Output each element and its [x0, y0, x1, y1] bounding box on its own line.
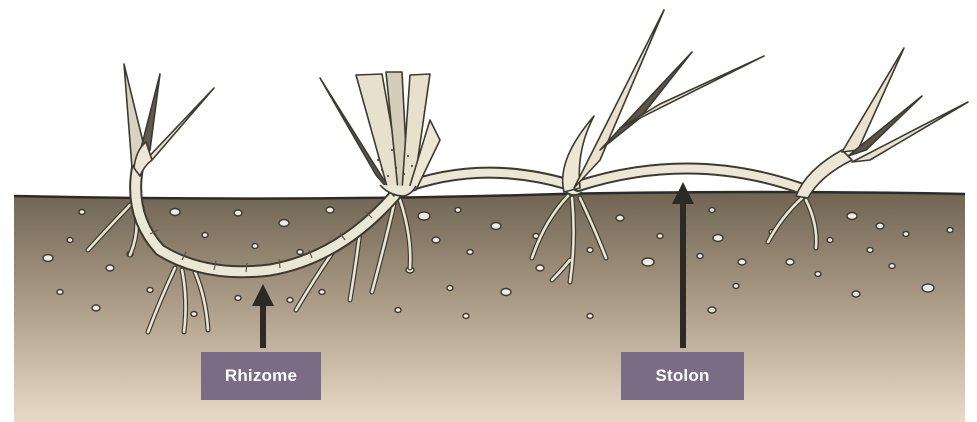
- plant-4-leaves: [796, 48, 968, 198]
- rhizome-label: Rhizome: [201, 352, 321, 400]
- stolons: [398, 168, 800, 190]
- plant-2-leaves: [320, 72, 440, 196]
- plant-1-leaves: [124, 64, 214, 176]
- stolon-label: Stolon: [621, 352, 744, 400]
